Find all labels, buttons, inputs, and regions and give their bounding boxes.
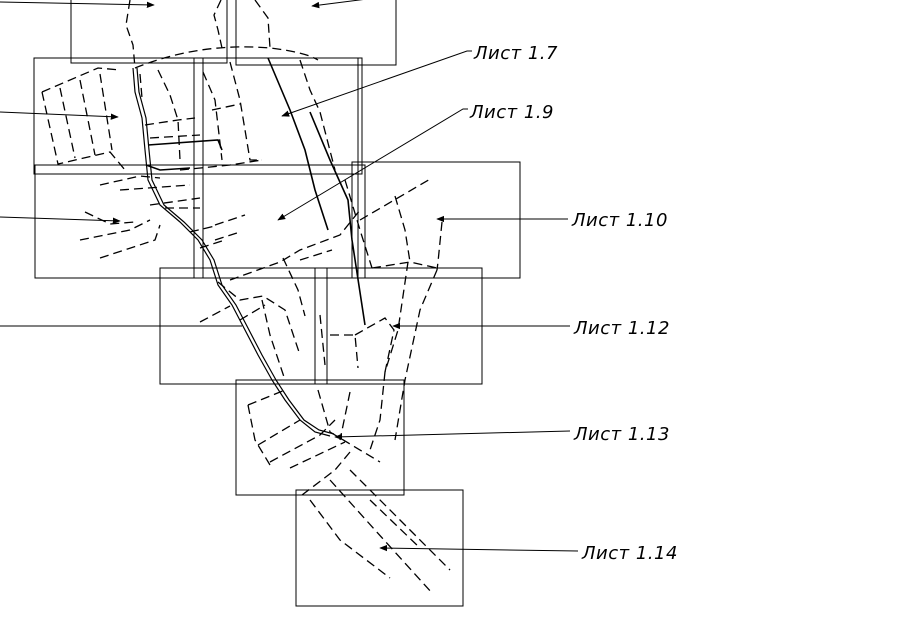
frame-sheet-1-9: [34, 164, 366, 279]
leader-sheet-1-14: [379, 544, 579, 552]
sheet-frames: [33, 0, 521, 607]
label-sheet-1-13: Лист 1.13: [573, 424, 670, 445]
sheet-labels: Лист 1.7 Лист 1.9 Лист 1.10 Лист 1.12 Ли…: [469, 43, 678, 564]
label-sheet-1-14: Лист 1.14: [581, 543, 678, 564]
label-sheet-1-7: Лист 1.7: [473, 43, 558, 64]
label-sheet-1-9: Лист 1.9: [469, 102, 554, 123]
network-lines: [41, 0, 451, 594]
leader-lines: [0, 0, 579, 552]
frame-top-left: [70, 0, 228, 64]
frame-sheet-1-14: [295, 489, 464, 607]
leader-top-left: [0, 1, 155, 9]
frame-sheet-1-13: [235, 379, 405, 496]
main-road: [132, 57, 366, 437]
leader-sheet-1-7: [281, 50, 472, 117]
leader-top-right: [311, 0, 364, 9]
label-sheet-1-10: Лист 1.10: [571, 210, 668, 231]
leader-left-2: [0, 216, 121, 224]
leader-left-1: [0, 111, 119, 120]
frame-top-right: [235, 0, 397, 66]
frame-sheet-1-10: [351, 161, 521, 279]
label-sheet-1-12: Лист 1.12: [573, 318, 670, 339]
leader-sheet-1-9: [277, 108, 468, 221]
leader-sheet-1-13: [334, 430, 571, 441]
